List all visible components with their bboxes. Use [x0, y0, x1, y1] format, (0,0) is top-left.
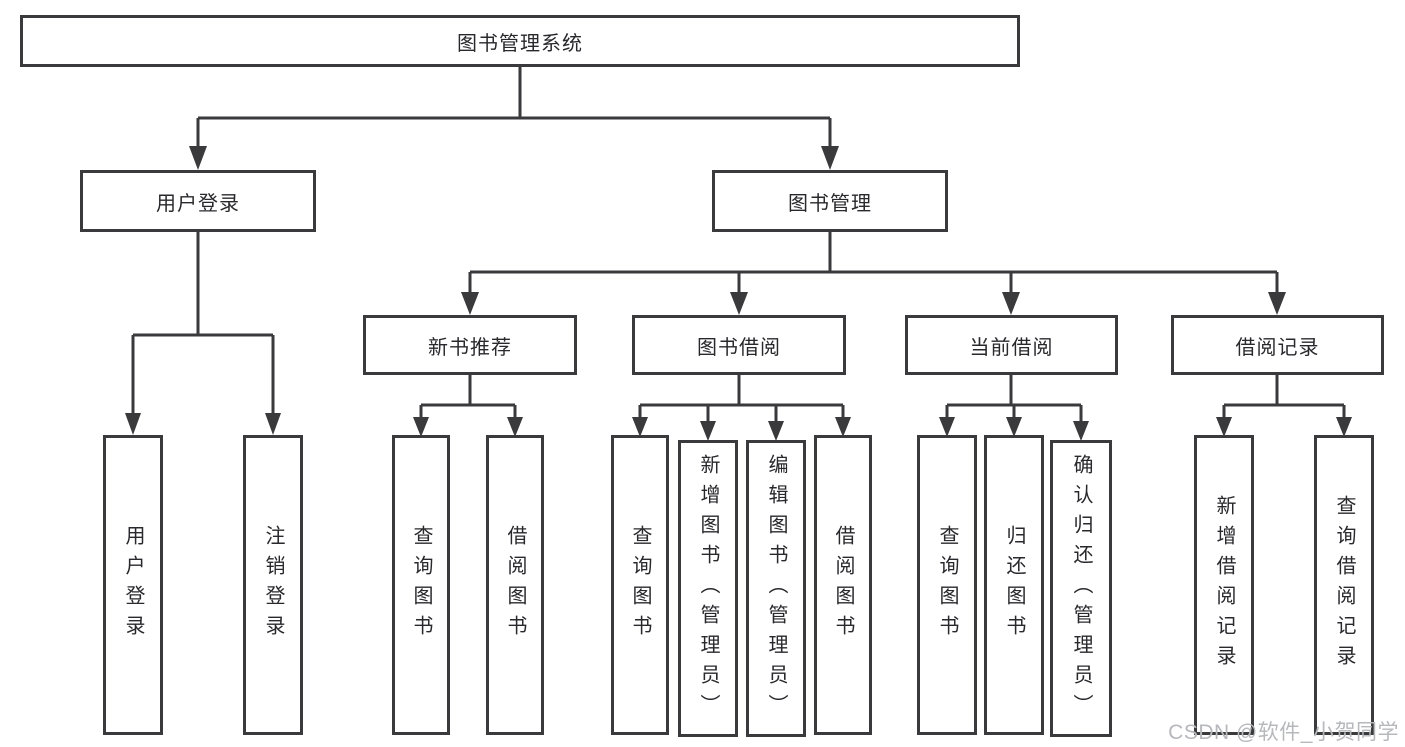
node-edit-book-admin: 编辑图书（管理员） — [746, 440, 806, 737]
node-borrow-books-leaf-label: 借阅图书 — [832, 525, 854, 645]
node-book-borrow-label: 图书借阅 — [697, 336, 781, 359]
node-book-management: 图书管理 — [712, 170, 948, 232]
node-edit-book-admin-label: 编辑图书（管理员） — [765, 453, 787, 724]
node-current-borrow-label: 当前借阅 — [969, 336, 1054, 359]
connector-user-login-children — [125, 232, 281, 435]
connector-root-to-level2 — [189, 67, 839, 170]
connector-current-borrow-children — [939, 375, 1089, 441]
node-query-books-borrow-label: 查询图书 — [629, 525, 651, 645]
node-borrow-books-recommend-label: 借阅图书 — [504, 525, 526, 645]
node-user-login-label: 用户登录 — [156, 192, 240, 215]
node-query-books-current: 查询图书 — [917, 435, 977, 735]
node-query-books-recommend-label: 查询图书 — [410, 525, 432, 645]
node-current-borrow: 当前借阅 — [905, 315, 1118, 375]
node-add-borrow-record-label: 新增借阅记录 — [1213, 495, 1235, 675]
connector-borrow-records-children — [1216, 375, 1352, 437]
node-user-login-leaf-label: 用户登录 — [122, 525, 144, 645]
node-query-borrow-record: 查询借阅记录 — [1314, 435, 1374, 735]
node-add-book-admin-label: 新增图书（管理员） — [697, 453, 719, 724]
node-root: 图书管理系统 — [20, 15, 1020, 67]
node-new-book-recommend: 新书推荐 — [363, 315, 577, 375]
csdn-watermark: CSDN @软件_小贺同学 — [1168, 721, 1399, 744]
node-book-borrow: 图书借阅 — [632, 315, 846, 375]
node-return-books-label: 归还图书 — [1003, 525, 1025, 645]
node-book-management-label: 图书管理 — [788, 192, 872, 215]
node-add-borrow-record: 新增借阅记录 — [1194, 435, 1254, 735]
node-borrow-books-leaf: 借阅图书 — [814, 435, 872, 735]
connector-book-borrow-children — [632, 375, 851, 441]
node-logout-leaf-label: 注销登录 — [262, 525, 284, 645]
node-query-borrow-record-label: 查询借阅记录 — [1333, 495, 1355, 675]
node-root-label: 图书管理系统 — [457, 32, 583, 55]
node-user-login: 用户登录 — [80, 170, 316, 232]
node-confirm-return-admin: 确认归还（管理员） — [1050, 440, 1112, 737]
connector-book-management-children — [461, 232, 1286, 315]
node-query-books-borrow: 查询图书 — [611, 435, 669, 735]
node-query-books-current-label: 查询图书 — [936, 525, 958, 645]
node-return-books: 归还图书 — [984, 435, 1044, 735]
node-borrow-records: 借阅记录 — [1171, 315, 1384, 375]
node-add-book-admin: 新增图书（管理员） — [678, 440, 738, 737]
node-new-book-recommend-label: 新书推荐 — [428, 336, 512, 359]
connector-new-book-recommend-children — [413, 375, 523, 437]
node-logout-leaf: 注销登录 — [243, 435, 303, 735]
node-confirm-return-admin-label: 确认归还（管理员） — [1070, 453, 1092, 724]
node-borrow-records-label: 借阅记录 — [1235, 336, 1320, 359]
node-query-books-recommend: 查询图书 — [392, 435, 450, 735]
node-borrow-books-recommend: 借阅图书 — [486, 435, 544, 735]
node-user-login-leaf: 用户登录 — [103, 435, 163, 735]
